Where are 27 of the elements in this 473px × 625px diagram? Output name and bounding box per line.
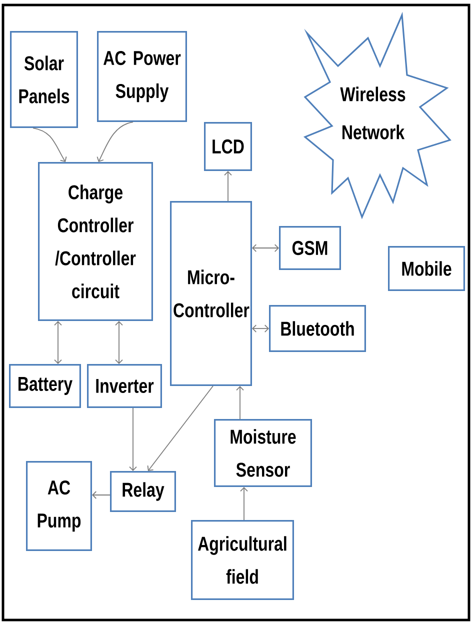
arrow xyxy=(115,321,123,364)
process-box: AC Power Supply xyxy=(97,31,187,122)
arrow xyxy=(92,491,110,499)
arrow xyxy=(32,128,67,162)
process-box: Relay xyxy=(110,471,176,512)
arrow xyxy=(147,386,214,471)
process-box: LCD xyxy=(204,122,252,172)
arrow xyxy=(252,244,279,252)
process-box: Moisture Sensor xyxy=(214,419,312,487)
arrow xyxy=(224,171,232,202)
process-box: Inverter xyxy=(87,364,162,408)
process-box: GSM xyxy=(279,226,341,270)
process-box: Charge Controller /Controller circuit xyxy=(38,162,153,321)
arrow xyxy=(252,324,269,332)
starburst: Wireless Network xyxy=(303,12,452,220)
arrow xyxy=(54,321,62,364)
arrow xyxy=(236,386,244,420)
arrow xyxy=(240,487,248,520)
process-box: Bluetooth xyxy=(269,305,366,352)
process-box: AC Pump xyxy=(26,461,92,551)
process-box: Micro- Controller xyxy=(170,201,252,386)
process-box: Solar Panels xyxy=(10,31,78,128)
process-box: Battery xyxy=(9,364,81,408)
process-box: Agricultural field xyxy=(191,520,294,600)
arrow xyxy=(129,408,137,471)
arrow xyxy=(96,122,134,162)
process-box: Mobile xyxy=(388,246,465,291)
